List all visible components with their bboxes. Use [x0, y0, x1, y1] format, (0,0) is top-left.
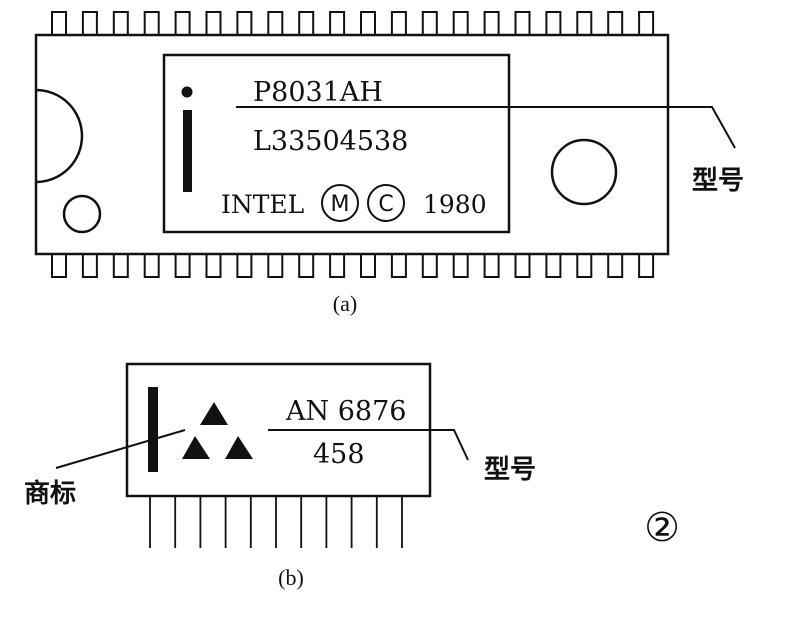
sip-pin-row — [149, 496, 403, 548]
mask-work-mark-letter: M — [331, 192, 350, 217]
dip-pin — [329, 11, 346, 37]
orientation-notch — [35, 88, 84, 184]
dip-chip-a: P8031AH L33504538 INTEL M C 1980 型号 (a) — [34, 11, 744, 316]
dip-pin — [81, 11, 98, 37]
dip-pin — [205, 252, 222, 278]
dip-pin — [452, 252, 469, 278]
chip-a-label-panel — [162, 53, 511, 234]
dip-pin — [545, 252, 562, 278]
dip-pin — [390, 252, 407, 278]
dip-pin — [514, 11, 531, 37]
ejector-mark — [550, 138, 618, 206]
caption-a: (a) — [333, 291, 357, 316]
chip-b-model-text: AN 6876 — [285, 396, 406, 427]
dip-pin — [236, 11, 253, 37]
trademark-callout-label: 商标 — [24, 478, 76, 509]
intel-i-logo — [181, 86, 193, 192]
dip-pin — [267, 252, 284, 278]
dip-pin — [174, 11, 191, 37]
dip-pin — [51, 11, 67, 37]
chip-a-model-text: P8031AH — [253, 77, 383, 108]
dip-pin — [360, 252, 376, 278]
dip-pin — [452, 11, 469, 37]
dip-pin — [267, 11, 284, 37]
dip-pin — [143, 11, 160, 37]
dip-pin — [421, 11, 438, 37]
dip-pin — [514, 252, 531, 278]
dip-pin — [112, 11, 129, 37]
dip-pin — [483, 11, 500, 37]
chip-a-maker-text: INTEL — [221, 190, 304, 219]
dip-pin — [329, 252, 346, 278]
figure-number: ② — [644, 505, 680, 551]
dip-pin — [51, 252, 67, 278]
dip-pin — [205, 11, 222, 37]
dip-pin — [298, 252, 315, 278]
top-pin-row — [51, 11, 655, 37]
dip-pin — [638, 252, 655, 278]
dip-pin — [143, 252, 160, 278]
dip-pin — [607, 252, 624, 278]
dip-pin — [638, 11, 655, 37]
logo-dot — [181, 86, 193, 98]
model-b-callout-label: 型号 — [484, 455, 536, 485]
caption-b: (b) — [278, 565, 304, 590]
copyright-mark-circle — [367, 184, 405, 222]
copyright-mark-letter: C — [378, 192, 393, 217]
model-a-leader-line — [236, 106, 736, 149]
dip-pin — [298, 11, 315, 37]
model-b-leader-line — [412, 429, 469, 461]
chip-a-year-text: 1980 — [423, 190, 487, 219]
model-a-callout-label: 型号 — [692, 166, 744, 196]
triangle-trademark-icon — [182, 402, 253, 459]
logo-stem — [183, 110, 192, 192]
dip-pin — [112, 252, 129, 278]
dip-pin — [421, 252, 438, 278]
dip-pin — [483, 252, 500, 278]
dip-pin — [174, 252, 191, 278]
chip-a-serial-text: L33504538 — [253, 126, 408, 157]
chip-b-logo-bar — [148, 387, 158, 472]
sip-chip-b: AN 6876 458 型号 商标 (b) — [24, 362, 536, 590]
pin1-dimple — [62, 194, 102, 234]
trademark-leader-line — [55, 429, 186, 469]
bottom-pin-row — [51, 252, 655, 278]
mask-work-mark-circle — [321, 184, 359, 222]
dip-pin — [236, 252, 253, 278]
dip-pin — [360, 11, 376, 37]
dip-pin — [390, 11, 407, 37]
dip-pin — [81, 252, 98, 278]
dip-pin — [576, 11, 593, 37]
dip-pin — [545, 11, 562, 37]
dip-pin — [607, 11, 624, 37]
chip-b-code-text: 458 — [313, 439, 365, 470]
dip-pin — [576, 252, 593, 278]
